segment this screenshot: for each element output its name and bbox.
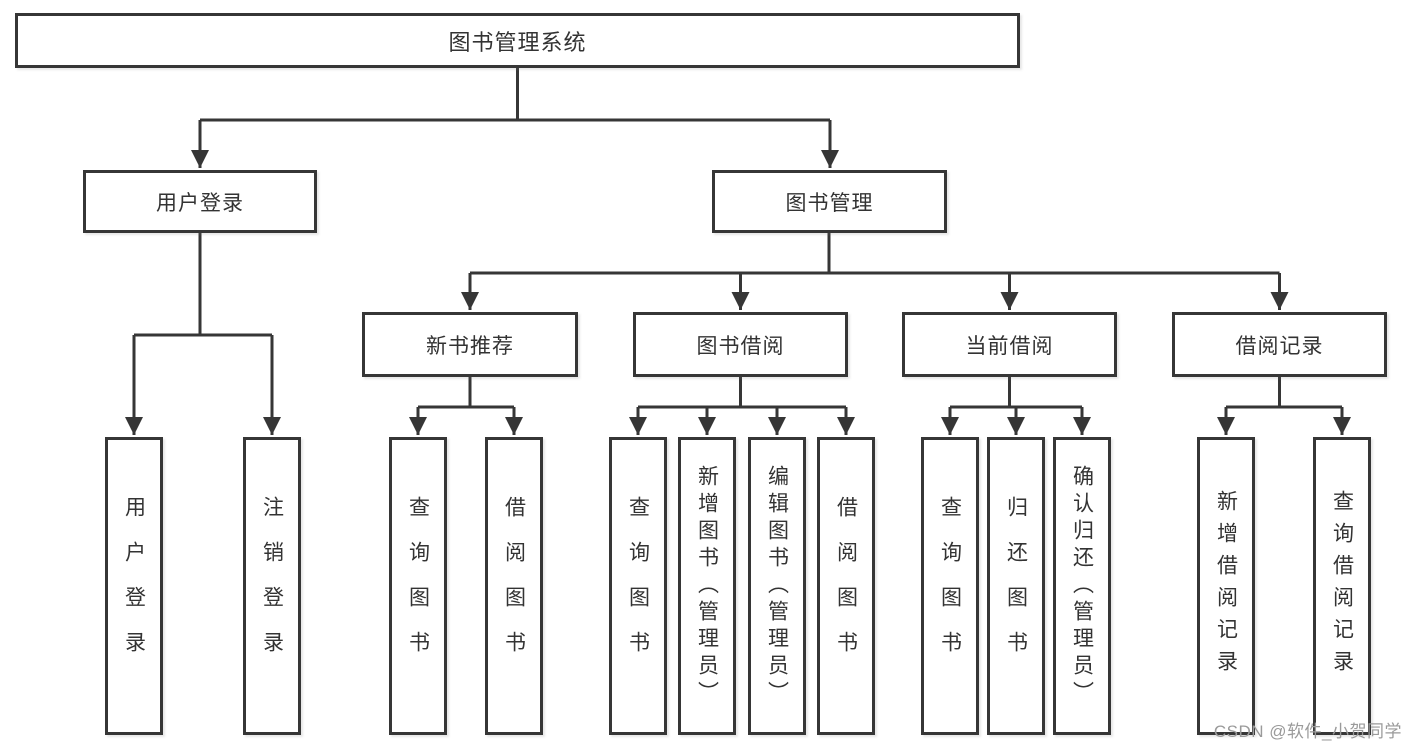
leaf-logout-label: 注销登录: [260, 496, 284, 676]
leaf-edit-books-admin: 编辑图书（管理员）: [748, 437, 806, 735]
leaf-edit-books-admin-label: 编辑图书（管理员）: [765, 464, 789, 708]
leaf-confirm-return-admin: 确认归还（管理员）: [1053, 437, 1111, 735]
leaf-add-borrow-record-label: 新增借阅记录: [1214, 490, 1238, 682]
leaf-user-login: 用户登录: [105, 437, 163, 735]
leaf-query-borrow-record: 查询借阅记录: [1313, 437, 1371, 735]
leaf-confirm-return-admin-label: 确认归还（管理员）: [1070, 464, 1094, 708]
node-library-management-system: 图书管理系统: [15, 13, 1020, 68]
leaf-borrow-books-recommend-label: 借阅图书: [502, 496, 526, 676]
leaf-query-borrow-record-label: 查询借阅记录: [1330, 490, 1354, 682]
csdn-watermark: CSDN @软件_小贺同学: [1213, 722, 1402, 741]
node-book-management: 图书管理: [712, 170, 947, 233]
leaf-return-books-label: 归还图书: [1004, 496, 1028, 676]
node-user-login: 用户登录: [83, 170, 317, 233]
leaf-add-books-admin: 新增图书（管理员）: [678, 437, 736, 735]
leaf-query-books-recommend-label: 查询图书: [406, 496, 430, 676]
leaf-borrow-books-recommend: 借阅图书: [485, 437, 543, 735]
leaf-query-books-current: 查询图书: [921, 437, 979, 735]
leaf-query-books-recommend: 查询图书: [389, 437, 447, 735]
leaf-query-books-borrow-label: 查询图书: [626, 496, 650, 676]
leaf-query-books-borrow: 查询图书: [609, 437, 667, 735]
leaf-user-login-label: 用户登录: [122, 496, 146, 676]
leaf-query-books-current-label: 查询图书: [938, 496, 962, 676]
node-current-borrowing: 当前借阅: [902, 312, 1117, 377]
node-new-book-recommendation: 新书推荐: [362, 312, 578, 377]
leaf-add-borrow-record: 新增借阅记录: [1197, 437, 1255, 735]
node-borrowing-records: 借阅记录: [1172, 312, 1387, 377]
leaf-return-books: 归还图书: [987, 437, 1045, 735]
leaf-borrow-books-label: 借阅图书: [834, 496, 858, 676]
leaf-borrow-books: 借阅图书: [817, 437, 875, 735]
leaf-add-books-admin-label: 新增图书（管理员）: [695, 464, 719, 708]
leaf-logout: 注销登录: [243, 437, 301, 735]
node-book-borrowing: 图书借阅: [633, 312, 848, 377]
